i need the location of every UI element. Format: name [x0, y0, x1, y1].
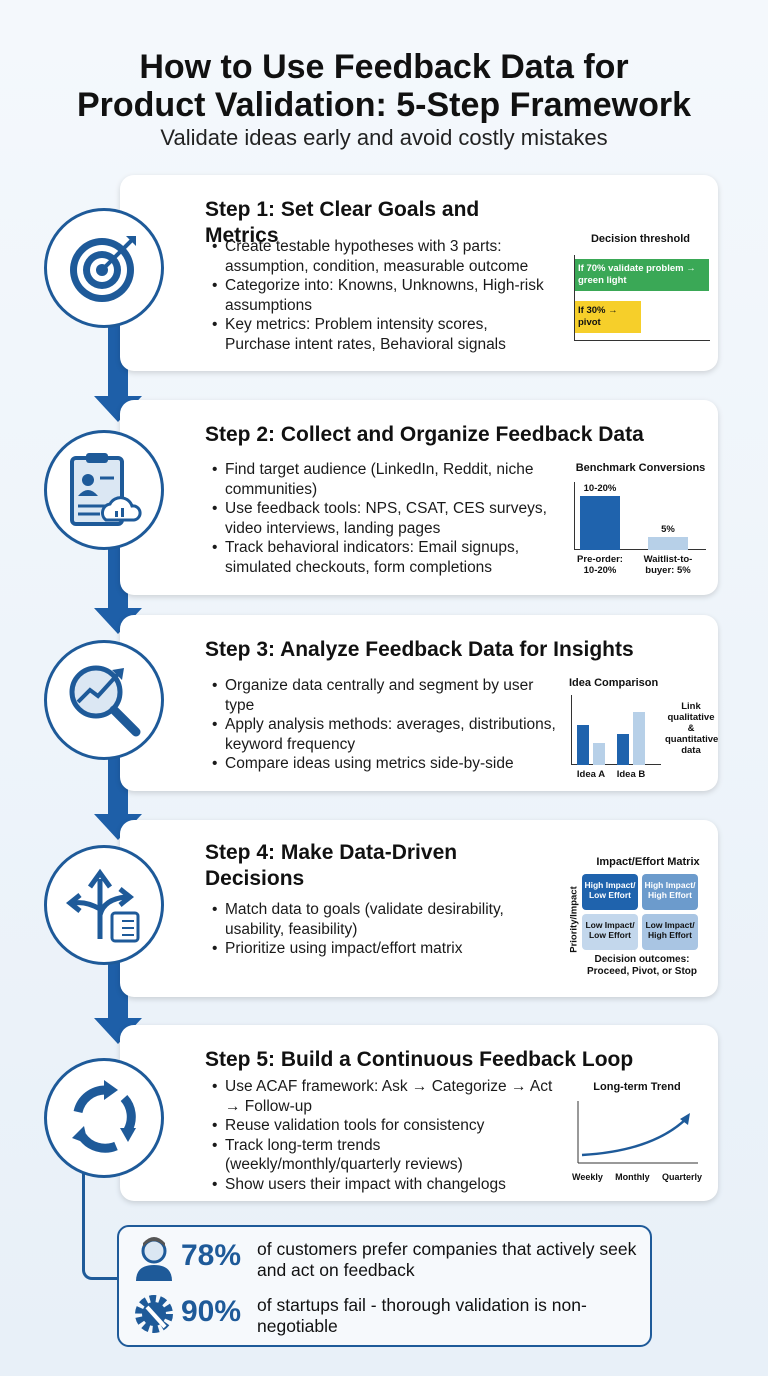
green-threshold-bar: If 70% validate problem → green light [575, 259, 709, 291]
bar [617, 734, 629, 765]
step-title: Step 3: Analyze Feedback Data for Insigh… [205, 638, 634, 661]
step-5-card: Step 5: Build a Continuous Feedback Loop… [120, 1025, 718, 1201]
bar [580, 496, 620, 550]
tick-label: Quarterly [661, 1172, 702, 1182]
step-4-card: Step 4: Make Data-Driven Decisions Match… [120, 820, 718, 997]
bar [577, 724, 589, 765]
bar [633, 712, 645, 765]
annotation: Link qualitative & quantitative data [665, 701, 719, 756]
decision-arrows-icon [44, 845, 164, 965]
stat-value: 90% [181, 1295, 242, 1328]
step-1-card: Step 1: Set Clear Goals and Metrics Crea… [120, 175, 718, 371]
tick-label: Weekly [572, 1172, 603, 1182]
step-title: Step 5: Build a Continuous Feedback Loop [205, 1048, 634, 1071]
step-2-card: Step 2: Collect and Organize Feedback Da… [120, 400, 718, 595]
idea-comparison-chart: Idea Comparison Link qualitative & quant… [569, 677, 719, 780]
magnifier-chart-icon [44, 640, 164, 760]
person-icon [136, 1237, 172, 1281]
decision-threshold-chart: Decision threshold If 70% validate probl… [568, 233, 713, 345]
stats-connector [82, 1170, 118, 1280]
bar-label: 10-20% [583, 483, 617, 494]
target-icon [44, 208, 164, 328]
bar-caption: Waitlist-to-buyer: 5% [643, 554, 693, 576]
step-bullets: Organize data centrally and segment by u… [212, 676, 557, 774]
bar-caption: Pre-order: 10-20% [577, 554, 623, 576]
step-3-card: Step 3: Analyze Feedback Data for Insigh… [120, 615, 718, 791]
step-title: Step 4: Make Data-Driven Decisions [205, 841, 458, 890]
matrix-cell: High Impact/ Low Effort [582, 874, 638, 910]
matrix-cell: Low Impact/ High Effort [642, 914, 698, 950]
step-title: Step 2: Collect and Organize Feedback Da… [205, 423, 644, 446]
step-bullets: Find target audience (LinkedIn, Reddit, … [212, 460, 557, 577]
yellow-threshold-bar: If 30% → pivot [575, 301, 641, 333]
matrix-cell: Low Impact/ Low Effort [582, 914, 638, 950]
stat-value: 78% [181, 1239, 242, 1272]
bar [648, 536, 688, 550]
group-label: Idea B [616, 769, 646, 780]
matrix-caption: Decision outcomes: Proceed, Pivot, or St… [586, 954, 698, 977]
stat-text: of startups fail - thorough validation i… [257, 1295, 587, 1336]
matrix-cell: High Impact/ High Effort [642, 874, 698, 910]
matrix-y-label: Priority/Impact [568, 886, 580, 953]
stats-box: 78% of customers prefer companies that a… [117, 1225, 652, 1347]
benchmark-conversions-chart: Benchmark Conversions 10-20%Pre-order: 1… [568, 462, 713, 584]
clipboard-cloud-icon [44, 430, 164, 550]
step-bullets: Create testable hypotheses with 3 parts:… [212, 237, 557, 354]
cycle-arrows-icon [44, 1058, 164, 1178]
step-bullets: Use ACAF framework: Ask → Categorize → A… [212, 1077, 557, 1194]
bar [593, 743, 605, 765]
gear-wrench-icon [135, 1295, 173, 1333]
page-subtitle: Validate ideas early and avoid costly mi… [160, 125, 608, 150]
bar-label: 5% [661, 523, 675, 535]
step-bullets: Match data to goals (validate desirabili… [212, 900, 557, 959]
trend-line [581, 1118, 687, 1157]
tick-label: Monthly [615, 1172, 650, 1182]
group-label: Idea A [576, 769, 606, 780]
stat-text: of customers prefer companies that activ… [257, 1239, 637, 1280]
impact-effort-matrix: Impact/Effort Matrix Priority/Impact Hig… [568, 856, 718, 991]
